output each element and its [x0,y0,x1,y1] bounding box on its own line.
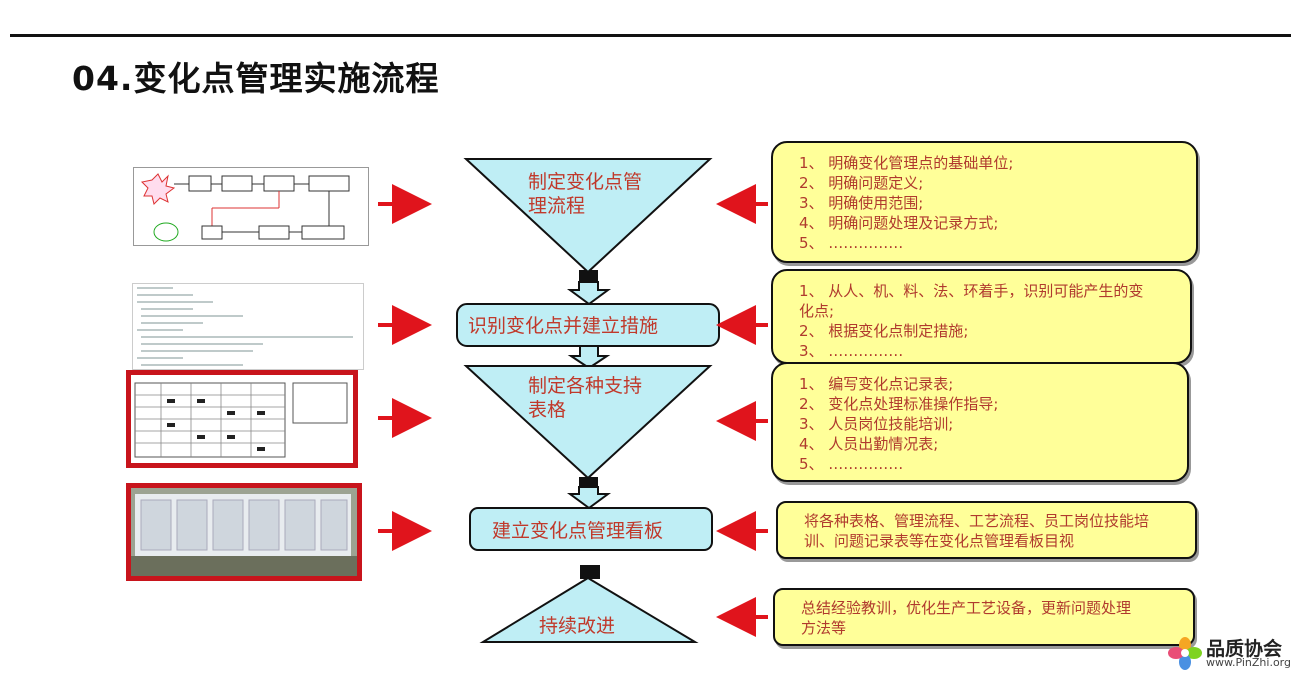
step4-box [469,507,713,551]
down-arrow-3 [566,486,612,510]
document-thumbnail [132,283,364,370]
flowchart-thumbnail [133,167,369,246]
step4-label: 建立变化点管理看板 [492,520,664,542]
step2-label: 识别变化点并建立措施 [468,315,659,337]
step3-funnel [463,365,713,480]
note-step1: 1、 明确变化管理点的基础单位; 2、 明确问题定义; 3、 明确使用范围; 4… [771,141,1198,263]
connector-2 [579,477,598,487]
connector-3 [580,565,600,579]
page-title: 04.变化点管理实施流程 [72,59,440,98]
step1-label: 制定变化点管 理流程 [528,171,643,217]
logo-url: www.PinZhi.org [1206,656,1291,669]
board-photo-thumbnail [126,483,362,581]
down-arrow-1 [566,281,612,306]
step3-label: 制定各种支持 表格 [528,375,643,421]
step1-funnel [463,158,713,274]
header-rule [10,34,1291,37]
logo-name: 品质协会 [1206,638,1283,660]
note-step3: 1、 编写变化点记录表; 2、 变化点处理标准操作指导; 3、 人员岗位技能培训… [771,362,1189,482]
table-thumbnail [126,370,358,468]
note-step2: 1、 从人、机、料、法、环着手，识别可能产生的变 化点; 2、 根据变化点制定措… [771,269,1192,364]
down-arrow-2 [567,345,611,370]
flower-logo-icon [1168,637,1202,670]
note-step5: 总结经验教训，优化生产工艺设备，更新问题处理 方法等 [773,588,1195,646]
step5-triangle [479,576,699,643]
connector-1 [579,270,598,282]
site-logo: 品质协会 www.PinZhi.org [1168,634,1291,674]
note-step4: 将各种表格、管理流程、工艺流程、员工岗位技能培 训、问题记录表等在变化点管理看板… [776,501,1197,559]
step5-label: 持续改进 [539,615,616,637]
